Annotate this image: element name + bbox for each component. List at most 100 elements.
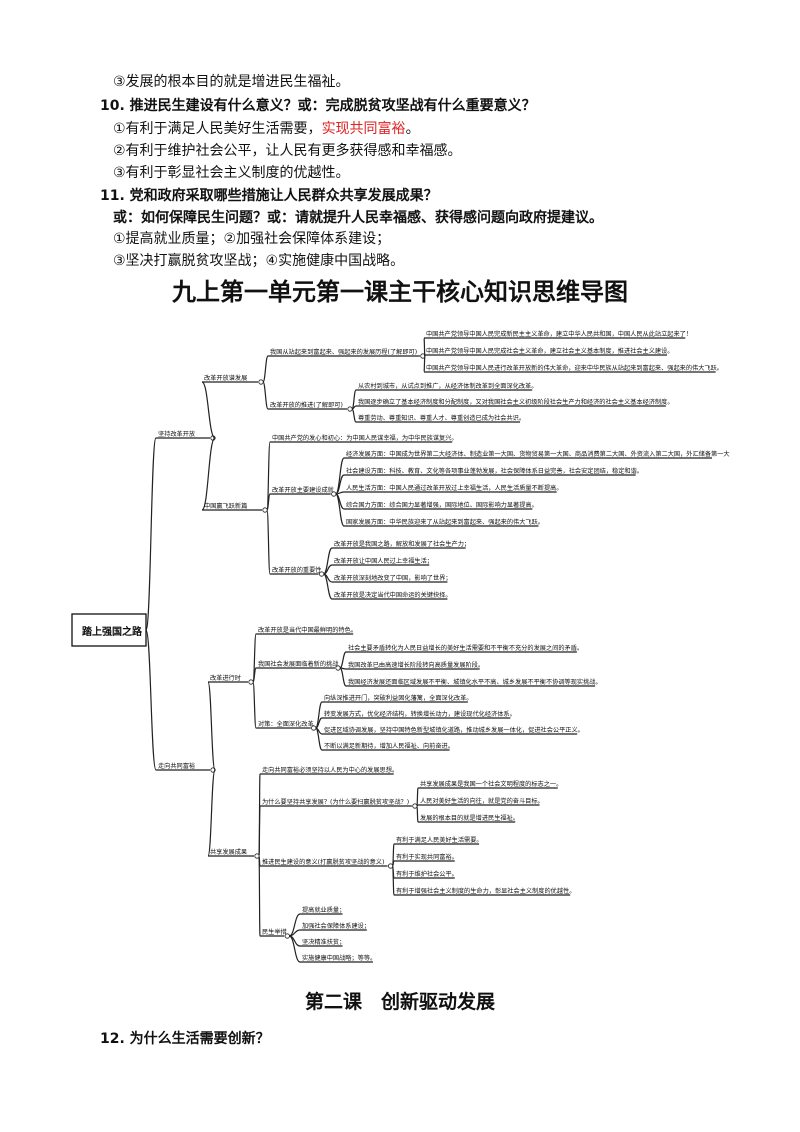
why-share-item-1: 人民对美好生活的向往，就是党的奋斗目标。: [420, 797, 544, 805]
connector-line: [323, 573, 333, 600]
connector-line: [416, 805, 419, 823]
connector-line: [252, 667, 257, 683]
why-share-item-0: 共享发展成果是我国一个社会文明程度的标志之一。: [420, 780, 562, 788]
connector-line: [207, 769, 216, 857]
mindmap-title: 九上第一单元第一课主干核心知识思维导图: [172, 278, 628, 306]
connector-line: [335, 493, 345, 527]
reform-advance-item-0: 从农村到城市，从试点到推广，从经济体制改革到全面深化改革。: [358, 382, 537, 390]
lesson-2-title: 第二课 创新驱动发展: [304, 991, 495, 1013]
branch-common-prosperity-label: 走向共同富裕: [158, 762, 195, 770]
connector-line: [351, 408, 357, 423]
connector-line: [391, 865, 395, 896]
connector-line: [315, 727, 323, 751]
significance-item-3: 有利于增强社会主义制度的生命力，彰显社会主义制度的优越性。: [396, 887, 575, 895]
collapse-node-icon: [262, 507, 268, 513]
node-people-centered: 走向共同富裕必须坚持以人民为中心的发展思想。: [262, 766, 398, 774]
node-china-leap: 中国赢飞跃新篇: [204, 502, 247, 510]
q10-answer-3: ③有利于彰显社会主义制度的优越性。: [113, 165, 350, 181]
measure-item-1: 加强社会保障体系建设；: [302, 922, 370, 930]
q10-answer-1: ①有利于满足人民美好生活需要，实现共同富裕。: [113, 119, 420, 139]
achievement-item-2: 人民生活方面：中国人民通过改革开放过上幸福生活，人民生活质量不断提高。: [346, 484, 563, 492]
connector-line: [207, 681, 216, 771]
node-reform-advance: 改革开放的推进(了解即可): [270, 401, 343, 409]
branch-reform-label: 坚持改革开放: [158, 430, 195, 438]
rise-course-item-2: 中国共产党领导中国人民进行改革开放新的伟大革命，迎来中华民族从站起来到富起来、强…: [426, 364, 723, 372]
intro-line: ③发展的根本目的就是增进民生福祉。: [113, 74, 350, 90]
collapse-node-icon: [258, 379, 264, 385]
deepen-item-1: 转变发展方式，优化经济结构，转换增长动力，建设现代化经济体系。: [324, 710, 516, 718]
root-node-box: [71, 613, 147, 647]
measure-item-3: 实施健康中国战略；等等。: [302, 954, 376, 962]
measure-item-0: 提高就业质量；: [302, 906, 345, 914]
connector-line: [416, 787, 419, 807]
connector-line: [252, 681, 257, 729]
q10-answer-2: ②有利于维护社会公平，让人民有更多获得感和幸福感。: [113, 143, 462, 159]
collapse-node-icon: [284, 933, 290, 939]
collapse-node-icon: [331, 491, 337, 497]
deepen-item-0: 向纵深推进开门，突破利益固化藩篱，全面深化改革。: [324, 694, 473, 702]
node-rise-course: 我国从站起来到富起来、强起来的发展历程(了解即可): [270, 348, 417, 356]
connector-line: [288, 935, 301, 963]
significance-item-1: 有利于实现共同富裕。: [396, 853, 458, 861]
connector-line: [145, 437, 157, 631]
reform-advance-item-1: 我国逐步确立了基本经济制度和分配制度，又对我国社会主义初级阶段社会生产力和经济的…: [358, 398, 674, 406]
achievement-item-1: 社会建设方面：科技、教育、文化等各项事业蓬勃发展，社会保障体系日益完善，社会安定…: [346, 467, 643, 475]
question-10-title: 10. 推进民生建设有什么意义？或：完成脱贫攻坚战有什么重要意义？: [100, 98, 536, 114]
achievement-item-0: 经济发展方面：中国成为世界第二大经济体、制造业第一大国、货物贸易第一大国、商品消…: [346, 450, 730, 458]
question-11-title-2: 或：如何保障民生问题？或：请就提升人民幸福感、获得感问题向政府提建议。: [113, 210, 603, 226]
node-party-heart: 中国共产党的发心和初心：为中国人民谋幸福，为中华民族谋复兴。: [272, 434, 458, 442]
q11-answer-1: ①提高就业质量；②加强社会保障体系建设；: [113, 231, 391, 247]
q10-answer-1-suffix: 。: [405, 121, 420, 137]
node-new-challenges: 我国社会发展面临着新的挑战: [258, 660, 339, 668]
importance-item-1: 改革开放让中国人民过上幸福生活；: [334, 557, 433, 565]
node-why-share: 为什么要坚持共享发展？(为什么要扫赢脱贫攻坚战？): [262, 798, 409, 806]
q10-answer-1-prefix: ①有利于满足人民美好生活需要，: [113, 121, 322, 137]
connector-line: [339, 667, 347, 687]
collapse-node-icon: [335, 665, 341, 671]
significance-item-0: 有利于满足人民美好生活需要。: [396, 836, 483, 844]
node-reform-now: 改革进行时: [210, 674, 241, 682]
rise-course-item-1: 中国共产党领导中国人民完成社会主义革命，建立社会主义基本制度，推进社会主义建设。: [426, 347, 674, 355]
node-deepen-reform: 对策：全面深化改革: [258, 720, 314, 728]
collapse-node-icon: [319, 571, 325, 577]
reform-advance-item-2: 尊重劳动、尊重知识、尊重人才、尊重创造已成为社会共识。: [358, 414, 525, 422]
deepen-item-3: 不断以满足新期待，增加人民福祉、向前奋进。: [324, 742, 454, 750]
node-share-results: 共享发展成果: [210, 848, 247, 856]
deepen-item-2: 促进区域协调发展，坚持中国特色新型城镇化道路，推动城乡发展一体化，促进社会公平正…: [324, 726, 584, 734]
challenge-item-1: 我国改革已由高速增长阶段转向高质量发展阶段。: [348, 661, 484, 669]
question-11-title: 11. 党和政府采取哪些措施让人民群众共享发展成果？: [100, 188, 438, 204]
why-share-item-2: 发展的根本目的就是增进民生福祉。: [420, 814, 519, 822]
importance-item-3: 改革开放是决定当代中国命运的关键抉择。: [334, 591, 452, 599]
node-reform-history: 改革开放谱发展: [204, 374, 247, 382]
connector-line: [258, 805, 261, 857]
importance-item-0: 改革开放是我国之路，解放和发展了社会生产力；: [334, 540, 470, 548]
achievement-item-3: 综合国力方面：综合国力显著增强，国际地位、国际影响力显著提高。: [346, 501, 538, 509]
significance-item-2: 有利于维护社会公平。: [396, 870, 458, 878]
node-importance: 改革开放的重要性: [272, 566, 322, 574]
collapse-node-icon: [420, 353, 426, 359]
q10-answer-1-highlight: 实现共同富裕: [321, 121, 406, 137]
connector-line: [262, 355, 269, 383]
connector-line: [339, 651, 347, 669]
rise-course-item-0: 中国共产党领导中国人民完成新民主主义革命，建立中华人民共和国，中国人民从此站立起…: [426, 330, 692, 338]
connector-line: [262, 381, 269, 410]
connector-line: [201, 437, 216, 511]
achievement-item-4: 国家发展方面：中华民族迎来了从站起来到富起来、强起来的伟大飞跃。: [346, 518, 544, 526]
connector-line: [423, 355, 426, 373]
connector-line: [258, 855, 261, 937]
challenge-item-0: 社会主要矛盾转化为人民日益增长的美好生活需要和不平衡不充分的发展之间的矛盾。: [348, 644, 583, 652]
importance-item-2: 改革开放深刻地改变了中国，影响了世界；: [334, 574, 452, 582]
collapse-node-icon: [347, 406, 353, 412]
root-node-label: 踏上强国之路: [82, 625, 143, 638]
collapse-node-icon: [387, 863, 394, 869]
connector-line: [266, 493, 271, 511]
question-12-title: 12. 为什么生活需要创新？: [100, 1031, 270, 1047]
collapse-node-icon: [248, 679, 254, 685]
challenge-item-2: 我国经济发展还面临区域发展不平衡、城镇化水平不高、城乡发展不平衡不协调等现实挑战…: [348, 678, 602, 686]
measure-item-2: 坚决精准扶贫；: [302, 938, 345, 946]
connector-line: [266, 509, 271, 575]
connector-line: [145, 629, 157, 771]
connector-line: [423, 337, 426, 357]
node-livelihood-significance: 推进民生建设的意义(打赢脱贫攻坚战的意义): [262, 858, 384, 866]
